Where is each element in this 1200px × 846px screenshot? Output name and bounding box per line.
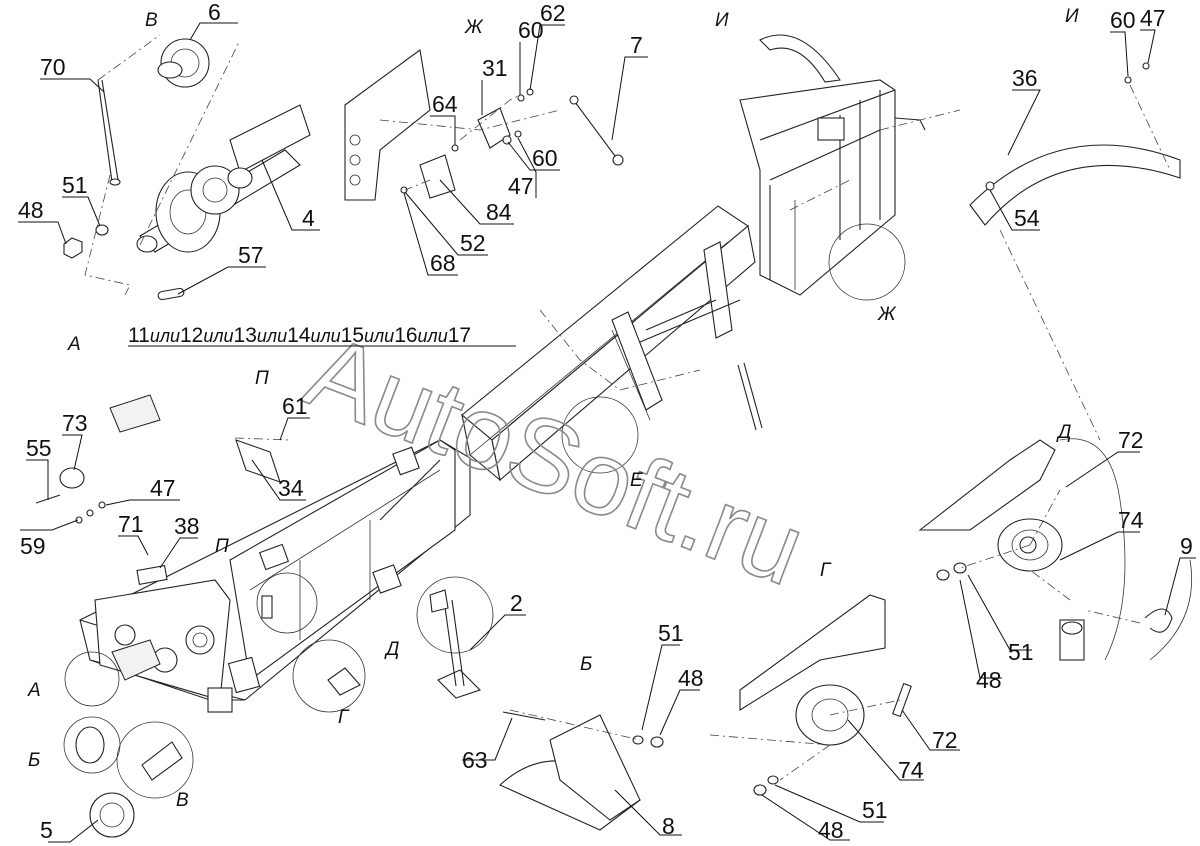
alt-16: 16	[394, 324, 417, 347]
callout-51-g: 51	[862, 797, 888, 823]
alt-sep-2: или	[203, 326, 233, 346]
small-parts	[35, 362, 763, 699]
callout-labels: 70 6 4 51 48 57 60 62 31 7 64 60 47 84 5…	[18, 0, 1193, 843]
rear-frame-assembly	[739, 79, 926, 296]
view-label-v: В	[145, 10, 158, 31]
alt-sep-6: или	[418, 326, 448, 346]
callout-52: 52	[460, 230, 486, 256]
callout-31: 31	[482, 55, 508, 81]
drive-shaft-unit	[63, 38, 311, 301]
alt-15: 15	[341, 324, 364, 347]
view-label-i-detail: И	[1065, 6, 1079, 27]
callout-60-zh-right: 60	[532, 145, 558, 171]
callout-74-g: 74	[898, 757, 924, 783]
callout-4: 4	[302, 205, 315, 231]
alt-12: 12	[180, 324, 203, 347]
callout-2: 2	[510, 590, 523, 616]
alt-11: 11	[128, 324, 150, 347]
callout-55: 55	[26, 435, 52, 461]
construction-lines	[84, 34, 1171, 781]
view-label-d-circle: Д	[384, 639, 399, 660]
callout-48-d: 48	[976, 667, 1002, 693]
alt-sep-5: или	[364, 326, 394, 346]
roller-b	[75, 711, 664, 838]
callout-59: 59	[20, 533, 46, 559]
callout-51-d: 51	[1008, 639, 1034, 665]
callout-36: 36	[1012, 65, 1038, 91]
callout-72-g: 72	[932, 727, 958, 753]
callout-64: 64	[432, 91, 458, 117]
callout-70: 70	[40, 54, 66, 80]
callout-72-d: 72	[1118, 427, 1144, 453]
alternate-parts-line: 11или12или13или14или15или16или17	[128, 324, 471, 347]
callout-47-i: 47	[1140, 5, 1166, 31]
view-label-zh-circle: Ж	[877, 304, 897, 325]
callout-48-top: 48	[18, 197, 44, 223]
callout-71: 71	[118, 511, 144, 537]
view-label-i: И	[715, 10, 729, 31]
leader-lines	[18, 22, 1196, 843]
callout-9: 9	[1180, 533, 1193, 559]
view-label-p-circle: П	[215, 536, 229, 557]
callout-48-b: 48	[678, 665, 704, 691]
view-label-g-detail: Г	[820, 560, 832, 581]
alt-13: 13	[234, 324, 257, 347]
callout-51-b: 51	[658, 620, 684, 646]
alt-14: 14	[287, 324, 311, 347]
callout-62: 62	[540, 0, 566, 26]
callout-63: 63	[462, 747, 488, 773]
view-label-v-circle: В	[176, 790, 189, 811]
view-labels: В Ж И И Ж А П Е Д П Д Г Г Б А Б В	[27, 6, 1079, 811]
alt-sep-3: или	[257, 326, 287, 346]
fender-shield	[759, 34, 1181, 226]
callout-5: 5	[40, 817, 53, 843]
view-label-e: Е	[630, 470, 643, 491]
view-label-d-detail: Д	[1056, 422, 1071, 443]
view-label-a-circle: А	[27, 680, 41, 701]
view-label-p: П	[255, 368, 269, 389]
callout-60-zh-top: 60	[518, 17, 544, 43]
view-label-b-circle: Б	[28, 750, 40, 771]
callout-6: 6	[208, 0, 221, 25]
callout-74-d: 74	[1118, 507, 1144, 533]
callout-57: 57	[238, 242, 264, 268]
alt-sep-1: или	[150, 326, 180, 346]
callout-8: 8	[662, 813, 675, 839]
callout-84: 84	[486, 199, 512, 225]
callout-51-top: 51	[62, 172, 88, 198]
alt-17: 17	[448, 324, 471, 347]
callout-47-a: 47	[150, 475, 176, 501]
alt-sep-4: или	[310, 326, 340, 346]
callout-61: 61	[282, 393, 308, 419]
callout-68: 68	[430, 250, 456, 276]
callout-7: 7	[630, 32, 643, 58]
bearing-housings	[739, 439, 1173, 796]
callout-48-g: 48	[818, 817, 844, 843]
main-frame	[79, 205, 756, 713]
view-label-a: А	[67, 334, 81, 355]
callout-60-i: 60	[1110, 7, 1136, 33]
callout-54: 54	[1014, 205, 1040, 231]
callout-38: 38	[174, 513, 200, 539]
detail-circles	[63, 223, 1193, 799]
callout-34: 34	[278, 475, 304, 501]
view-label-zh: Ж	[464, 17, 484, 38]
callout-73: 73	[62, 410, 88, 436]
callout-47-zh: 47	[508, 173, 534, 199]
view-label-g-circle: Г	[338, 707, 350, 728]
view-label-b-detail: Б	[580, 654, 592, 675]
